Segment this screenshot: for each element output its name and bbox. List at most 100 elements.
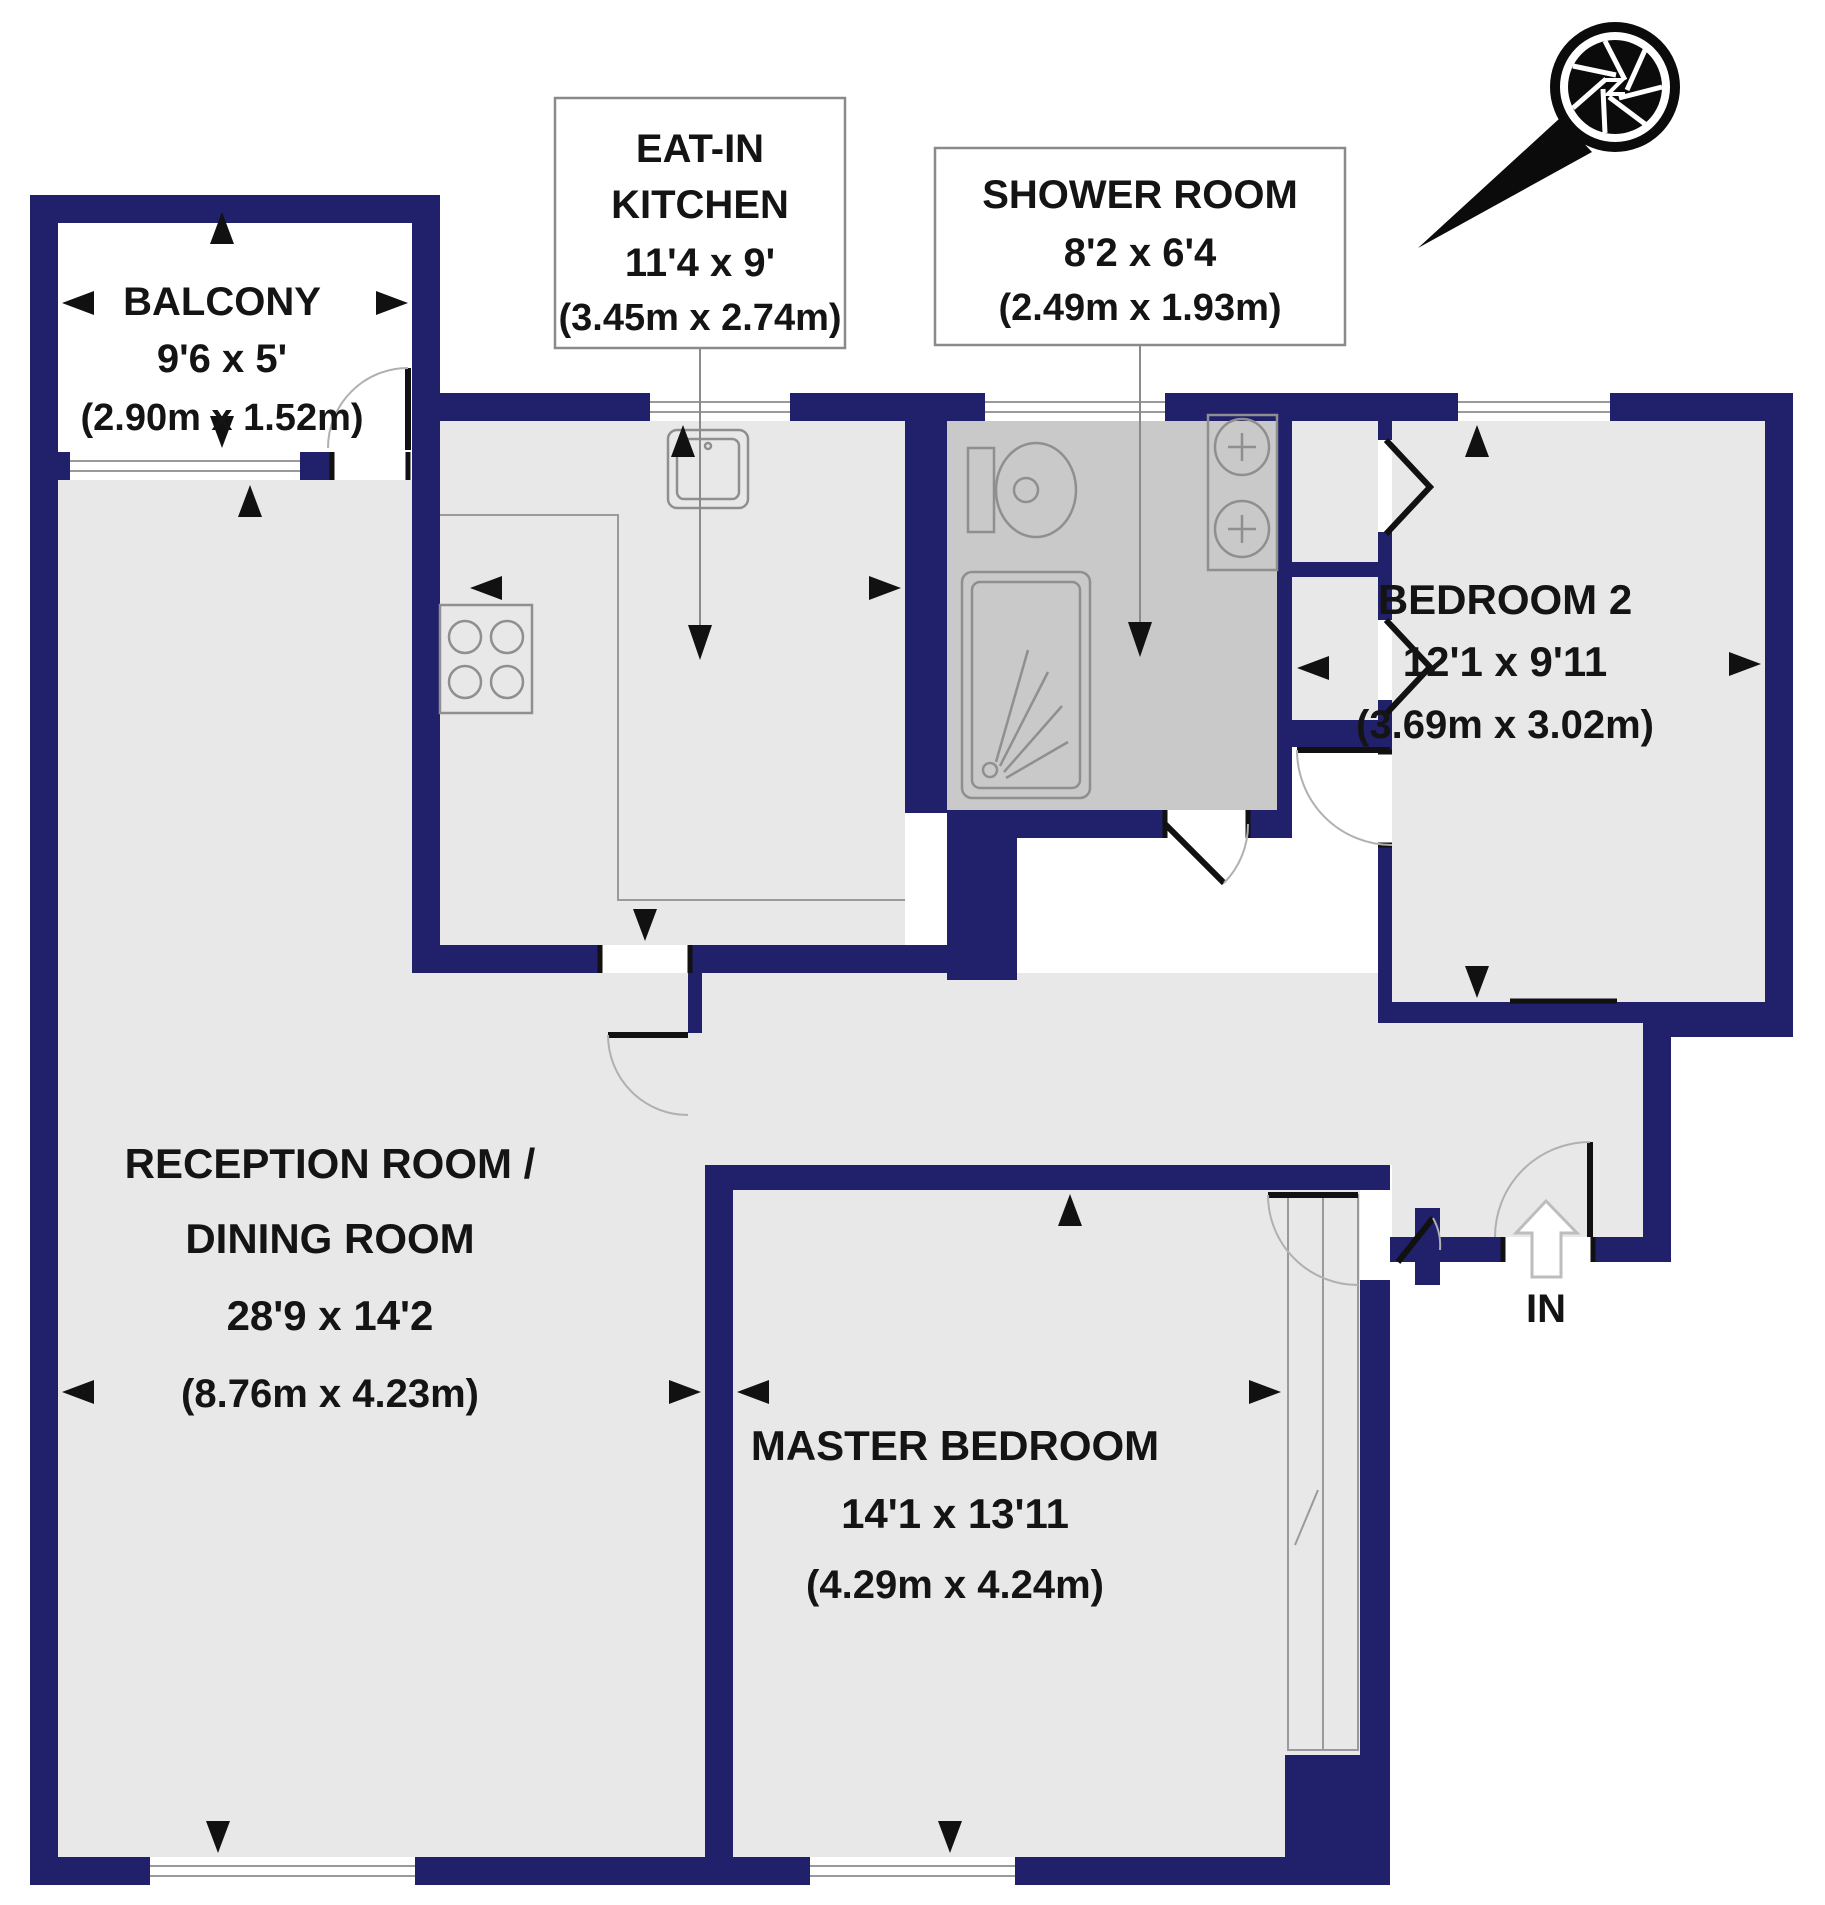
reception-door <box>597 945 693 1116</box>
bedroom2-arrow-right-icon <box>1729 652 1761 676</box>
wall-bottom-2 <box>415 1857 810 1885</box>
shower-leader-arrow-icon <box>1128 622 1152 657</box>
master-arrow-right-icon <box>1249 1380 1281 1404</box>
label-leaders <box>688 345 1152 660</box>
wall-bottom-3 <box>1015 1857 1390 1885</box>
master-dims-imperial: 14'1 x 13'11 <box>841 1490 1069 1537</box>
shower-dims-imperial: 8'2 x 6'4 <box>1064 231 1217 275</box>
wall-bedroom2-top-right <box>1610 393 1793 421</box>
bedroom2-dims-metric: (3.69m x 3.02m) <box>1356 703 1654 747</box>
bedroom2-window <box>1458 393 1610 421</box>
balcony-door <box>327 367 411 480</box>
wall-closet-front-2 <box>1378 532 1392 620</box>
closet-upper-floor <box>1292 421 1378 562</box>
balcony-dims-metric: (2.90m x 1.52m) <box>80 397 363 439</box>
wall-entry-bottom-right <box>1593 1237 1671 1262</box>
wall-balcony-right-kitchen-left <box>412 195 440 973</box>
kitchen-arrow-right-icon <box>869 576 901 600</box>
balcony-window <box>70 452 300 480</box>
wall-hall-stub <box>688 973 702 1033</box>
wall-entry-right <box>1643 1037 1671 1262</box>
closet-lower-bifold-door <box>1383 617 1435 717</box>
entry-corridor-floor <box>1392 1023 1643 1237</box>
wall-closet-bottom <box>1292 720 1392 747</box>
wall-kitchen-right <box>905 421 947 813</box>
balcony-arrow-right-icon <box>376 291 408 315</box>
wall-closet-divider <box>1292 562 1378 577</box>
shower-door <box>1162 810 1251 886</box>
kitchen-hob-icon <box>438 603 534 715</box>
entrance-mark: IN <box>1512 1198 1581 1331</box>
bedroom2-door <box>1296 747 1393 848</box>
shower-tray-icon <box>960 570 1092 800</box>
kitchen-label-line2: KITCHEN <box>611 183 789 227</box>
toilet-icon <box>966 441 1078 539</box>
wall-kitchen-bottom-left <box>412 945 600 973</box>
wall-reception-master-divider <box>705 1165 733 1885</box>
reception-arrow-down-icon <box>206 1821 230 1853</box>
wall-master-right <box>1360 1280 1390 1755</box>
wall-left-outer <box>30 195 58 1885</box>
reception-label-line2: DINING ROOM <box>185 1215 474 1262</box>
balcony-floor <box>58 223 412 452</box>
master-door <box>1267 1192 1359 1286</box>
wall-bedroom2-left-lower <box>1378 845 1392 1023</box>
shower-label: SHOWER ROOM <box>982 173 1298 217</box>
balcony-label: BALCONY <box>123 280 321 324</box>
wall-bottom-1 <box>30 1857 150 1885</box>
cupboard-door <box>1395 1216 1442 1264</box>
balcony-arrow-up-icon <box>210 212 234 244</box>
master-dims-metric: (4.29m x 4.24m) <box>806 1563 1104 1607</box>
master-bedroom-floor <box>733 1190 1360 1857</box>
shower-window <box>985 393 1165 421</box>
room-labels: EAT-IN KITCHEN 11'4 x 9' (3.45m x 2.74m)… <box>80 96 1654 1607</box>
reception-window <box>150 1857 415 1885</box>
kitchen-floor <box>440 421 905 945</box>
wall-balcony-bottom-left <box>30 452 70 480</box>
wall-kitchen-top-left <box>412 393 650 421</box>
reception-arrow-right-icon <box>669 1380 701 1404</box>
master-label: MASTER BEDROOM <box>751 1422 1159 1469</box>
kitchen-dims-imperial: 11'4 x 9' <box>625 241 775 285</box>
kitchen-arrow-left-icon <box>470 576 502 600</box>
wall-entry-step <box>1643 1002 1793 1037</box>
doors <box>327 367 1617 1286</box>
reception-floor <box>58 480 705 1857</box>
shower-label-box <box>933 146 1347 347</box>
bedroom2-arrow-up-icon <box>1465 425 1489 457</box>
wall-shower-bottom-left <box>947 810 1165 838</box>
wall-top-middle <box>1165 393 1458 421</box>
wall-master-top <box>705 1165 1390 1190</box>
reception-label-line1: RECEPTION ROOM / <box>125 1140 536 1187</box>
master-arrow-left-icon <box>737 1380 769 1404</box>
bedroom2-arrow-down-icon <box>1465 966 1489 998</box>
dimension-arrows <box>62 212 1761 1853</box>
kitchen-window <box>650 393 790 421</box>
master-arrow-down-icon <box>938 1821 962 1853</box>
floors <box>58 223 1765 1857</box>
balcony-dims-imperial: 9'6 x 5' <box>157 337 287 381</box>
camera-aperture-logo-icon <box>1418 22 1680 248</box>
windows <box>70 393 1610 1885</box>
kitchen-arrow-down-icon <box>633 909 657 941</box>
walls <box>30 195 1793 1885</box>
wall-balcony-bottom-mid <box>300 452 332 480</box>
kitchen-arrow-up-icon <box>671 425 695 457</box>
wall-cupboard-stub <box>1415 1208 1440 1285</box>
bedroom2-floor <box>1392 421 1765 1002</box>
reception-dims-metric: (8.76m x 4.23m) <box>181 1372 479 1416</box>
entrance-in-arrow-icon <box>1512 1198 1581 1279</box>
bedroom2-dims-imperial: 12'1 x 9'11 <box>1403 638 1608 685</box>
fixtures <box>438 413 1359 1751</box>
basin-counter-icon <box>1206 413 1279 572</box>
hallway-floor <box>412 973 1392 1165</box>
wall-kitchen-top-right <box>790 393 985 421</box>
kitchen-leader-arrow-icon <box>688 625 712 660</box>
master-arrow-up-icon <box>1058 1194 1082 1226</box>
reception-dims-imperial: 28'9 x 14'2 <box>227 1292 434 1339</box>
kitchen-label-box <box>553 96 847 350</box>
master-window <box>810 1857 1015 1885</box>
kitchen-label-line1: EAT-IN <box>636 127 764 171</box>
